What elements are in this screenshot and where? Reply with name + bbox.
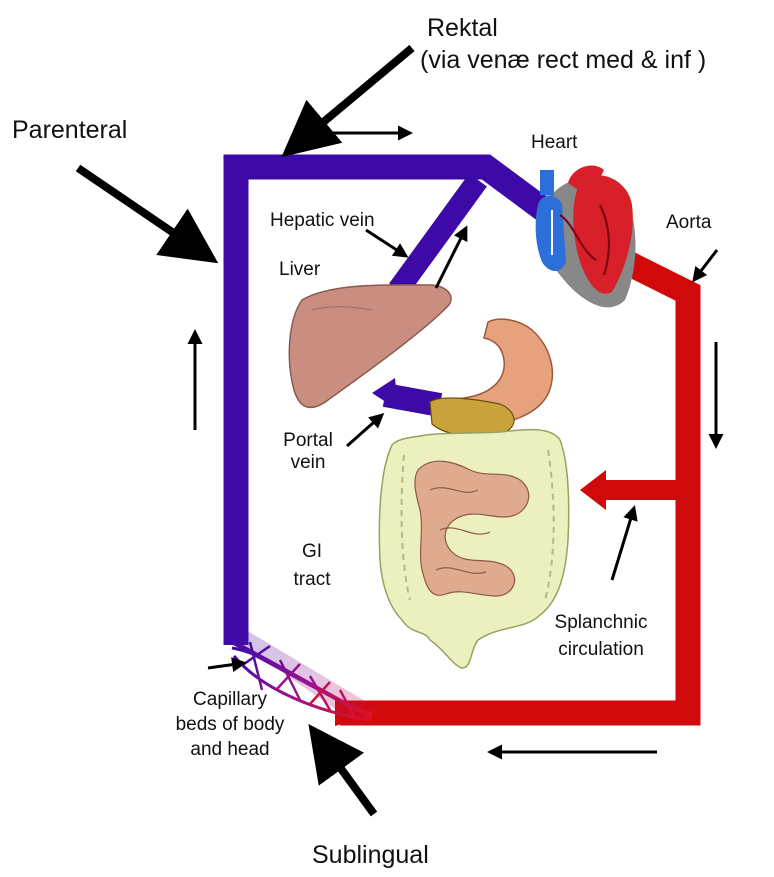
sublingual-label: Sublingual [312,841,429,871]
aorta-arrow [694,250,717,280]
rektal-sublabel: (via venæ rect med & inf ) [420,46,706,76]
capillary-label-line-3: and head [150,737,310,762]
rektal-arrow [290,48,412,150]
stomach-icon [430,319,552,436]
capillary-label: Capillary beds of body and head [150,687,310,762]
capillary-arrow [208,663,244,668]
portal-vein-label-line-1: Portal [268,430,348,452]
portal-vein-label-line-2: vein [268,452,348,474]
capillary-label-line-1: Capillary [150,687,310,712]
gi-tract-label-line-2: tract [282,569,342,591]
gi-tract-label-line-1: GI [282,541,342,563]
splanchnic-arrow [612,508,634,580]
aorta-label: Aorta [666,212,711,234]
splanchnic-label-line-1: Splanchnic [536,610,666,637]
parenteral-arrow [78,168,209,257]
liver-icon [289,285,451,408]
splanchnic-label-line-2: circulation [536,637,666,664]
capillary-label-line-2: beds of body [150,712,310,737]
sublingual-arrow [315,733,374,814]
portal-vein-arrow [347,415,382,446]
hepatic-vein-arrow [366,230,406,256]
heart-label: Heart [531,132,577,154]
gi-tract-label: GI tract [282,541,342,592]
heart-icon [536,166,636,308]
portal-vein-label: Portal vein [268,430,348,475]
parenteral-label: Parenteral [12,116,127,146]
rektal-label: Rektal [427,14,498,44]
splanchnic-label: Splanchnic circulation [536,610,666,664]
hepatic-vein-label: Hepatic vein [270,210,375,232]
liver-label: Liver [279,259,320,281]
